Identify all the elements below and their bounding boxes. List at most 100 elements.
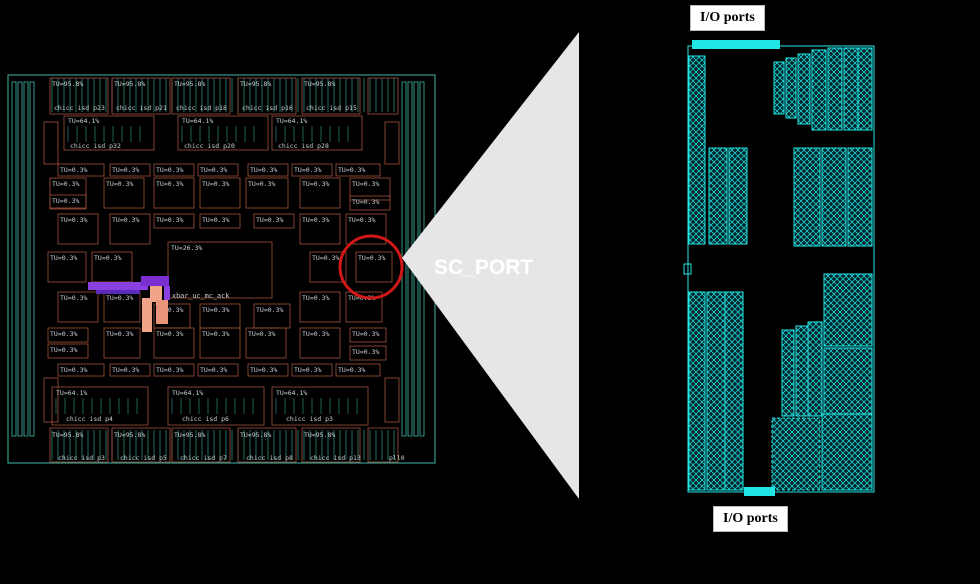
module-block	[335, 363, 381, 377]
module-block	[301, 77, 361, 115]
tu-label: TU=0.3%	[156, 366, 183, 374]
tu-label: TU=0.3%	[352, 330, 379, 338]
tu-label: TU=0.3%	[94, 254, 121, 262]
macro-cell	[688, 55, 706, 245]
module-name: chicc isd p5	[120, 454, 167, 462]
tu-label: TU=0.3%	[50, 254, 77, 262]
module-block	[367, 427, 399, 463]
macro-cell	[773, 61, 785, 115]
module-block	[153, 363, 195, 377]
tu-label: TU=0.3%	[106, 330, 133, 338]
io-pad	[11, 81, 17, 437]
module-block	[197, 363, 239, 377]
module-block	[384, 121, 400, 165]
tu-label: TU=0.3%	[302, 180, 329, 188]
center-block	[167, 241, 273, 299]
module-name: chicc isd p13	[310, 454, 361, 462]
module-block	[63, 115, 155, 151]
tu-label: TU=0.3%	[256, 216, 283, 224]
module-block	[199, 177, 241, 209]
module-block	[199, 327, 241, 359]
module-block	[245, 327, 287, 359]
tu-label: TU=0.3%	[202, 306, 229, 314]
macro-cell	[843, 47, 859, 131]
module-block	[49, 77, 109, 115]
module-block	[299, 177, 341, 209]
tu-label: TU=0.3%	[250, 166, 277, 174]
tu-label: TU=0.3%	[248, 330, 275, 338]
tu-label: TU=64.1%	[68, 117, 99, 125]
module-block	[199, 213, 241, 229]
module-block	[109, 363, 151, 377]
zoomed-block	[683, 40, 875, 496]
tu-label: TU=0.3%	[352, 198, 379, 206]
module-block	[171, 77, 231, 115]
module-block	[49, 194, 87, 210]
tu-label: TU=0.3%	[294, 366, 321, 374]
module-name: chicc isd p7	[180, 454, 227, 462]
module-block	[335, 163, 381, 177]
module-block	[291, 363, 333, 377]
tu-label: TU=95.8%	[304, 431, 335, 439]
tu-label: TU=0.3%	[338, 166, 365, 174]
tu-label: TU=0.3%	[302, 294, 329, 302]
tu-label: TU=0.3%	[112, 366, 139, 374]
macro-cell	[706, 291, 726, 491]
tu-label: TU=0.3%	[250, 366, 277, 374]
module-block	[237, 77, 297, 115]
macro-cell	[785, 57, 797, 119]
tu-label: TU=0.3%	[60, 366, 87, 374]
highlight-circle	[338, 234, 404, 300]
module-block	[349, 195, 391, 211]
tu-label: TU=0.3%	[302, 216, 329, 224]
module-block	[367, 77, 399, 115]
module-block	[384, 377, 400, 423]
tu-label: TU=0.3%	[312, 254, 339, 262]
module-block	[301, 427, 361, 463]
tu-label: TU=0.3%	[156, 166, 183, 174]
module-block	[237, 427, 297, 463]
module-block	[153, 213, 195, 229]
module-block	[349, 345, 387, 361]
io-pad	[17, 81, 23, 437]
tu-label: TU=0.3%	[106, 294, 133, 302]
module-block	[103, 327, 141, 359]
io-ports-label-top: I/O ports	[690, 5, 765, 31]
tu-label: TU=95.8%	[114, 431, 145, 439]
module-block	[271, 115, 363, 151]
tu-label: TU=0.3%	[256, 306, 283, 314]
module-block	[153, 327, 195, 359]
macro-cell	[688, 291, 706, 491]
module-name: chicc isd p21	[116, 104, 167, 112]
module-block	[49, 177, 87, 209]
tu-label: TU=0.3%	[156, 180, 183, 188]
module-name: chicc isd p16	[242, 104, 293, 112]
tu-label: TU=95.8%	[174, 80, 205, 88]
module-block	[47, 343, 89, 359]
module-name: xbar_uc_mc_ack	[172, 292, 229, 300]
macro-cell	[708, 147, 728, 245]
module-block	[245, 177, 289, 209]
module-name: chicc isd p6	[182, 415, 229, 423]
tu-label: TU=0.3%	[60, 294, 87, 302]
macro-cell	[821, 147, 847, 247]
tu-label: TU=64.1%	[182, 117, 213, 125]
module-block	[299, 213, 341, 245]
tu-label: TU=0.3%	[248, 180, 275, 188]
tu-label: TU=0.3%	[156, 306, 183, 314]
module-name: chicc isd p8	[246, 454, 293, 462]
macro-cell	[857, 47, 873, 131]
tu-label: TU=95.8%	[114, 80, 145, 88]
callout-label: SC_PORT	[434, 256, 534, 279]
module-block	[345, 213, 387, 245]
tu-label: TU=0.3%	[60, 216, 87, 224]
module-block	[349, 177, 391, 201]
macro-cell	[724, 291, 744, 491]
tu-label: TU=0.3%	[294, 166, 321, 174]
module-name: chicc isd p15	[306, 104, 357, 112]
module-block	[111, 427, 171, 463]
module-name: chicc isd p3	[58, 454, 105, 462]
tu-label: TU=95.8%	[52, 431, 83, 439]
module-block	[57, 213, 99, 245]
